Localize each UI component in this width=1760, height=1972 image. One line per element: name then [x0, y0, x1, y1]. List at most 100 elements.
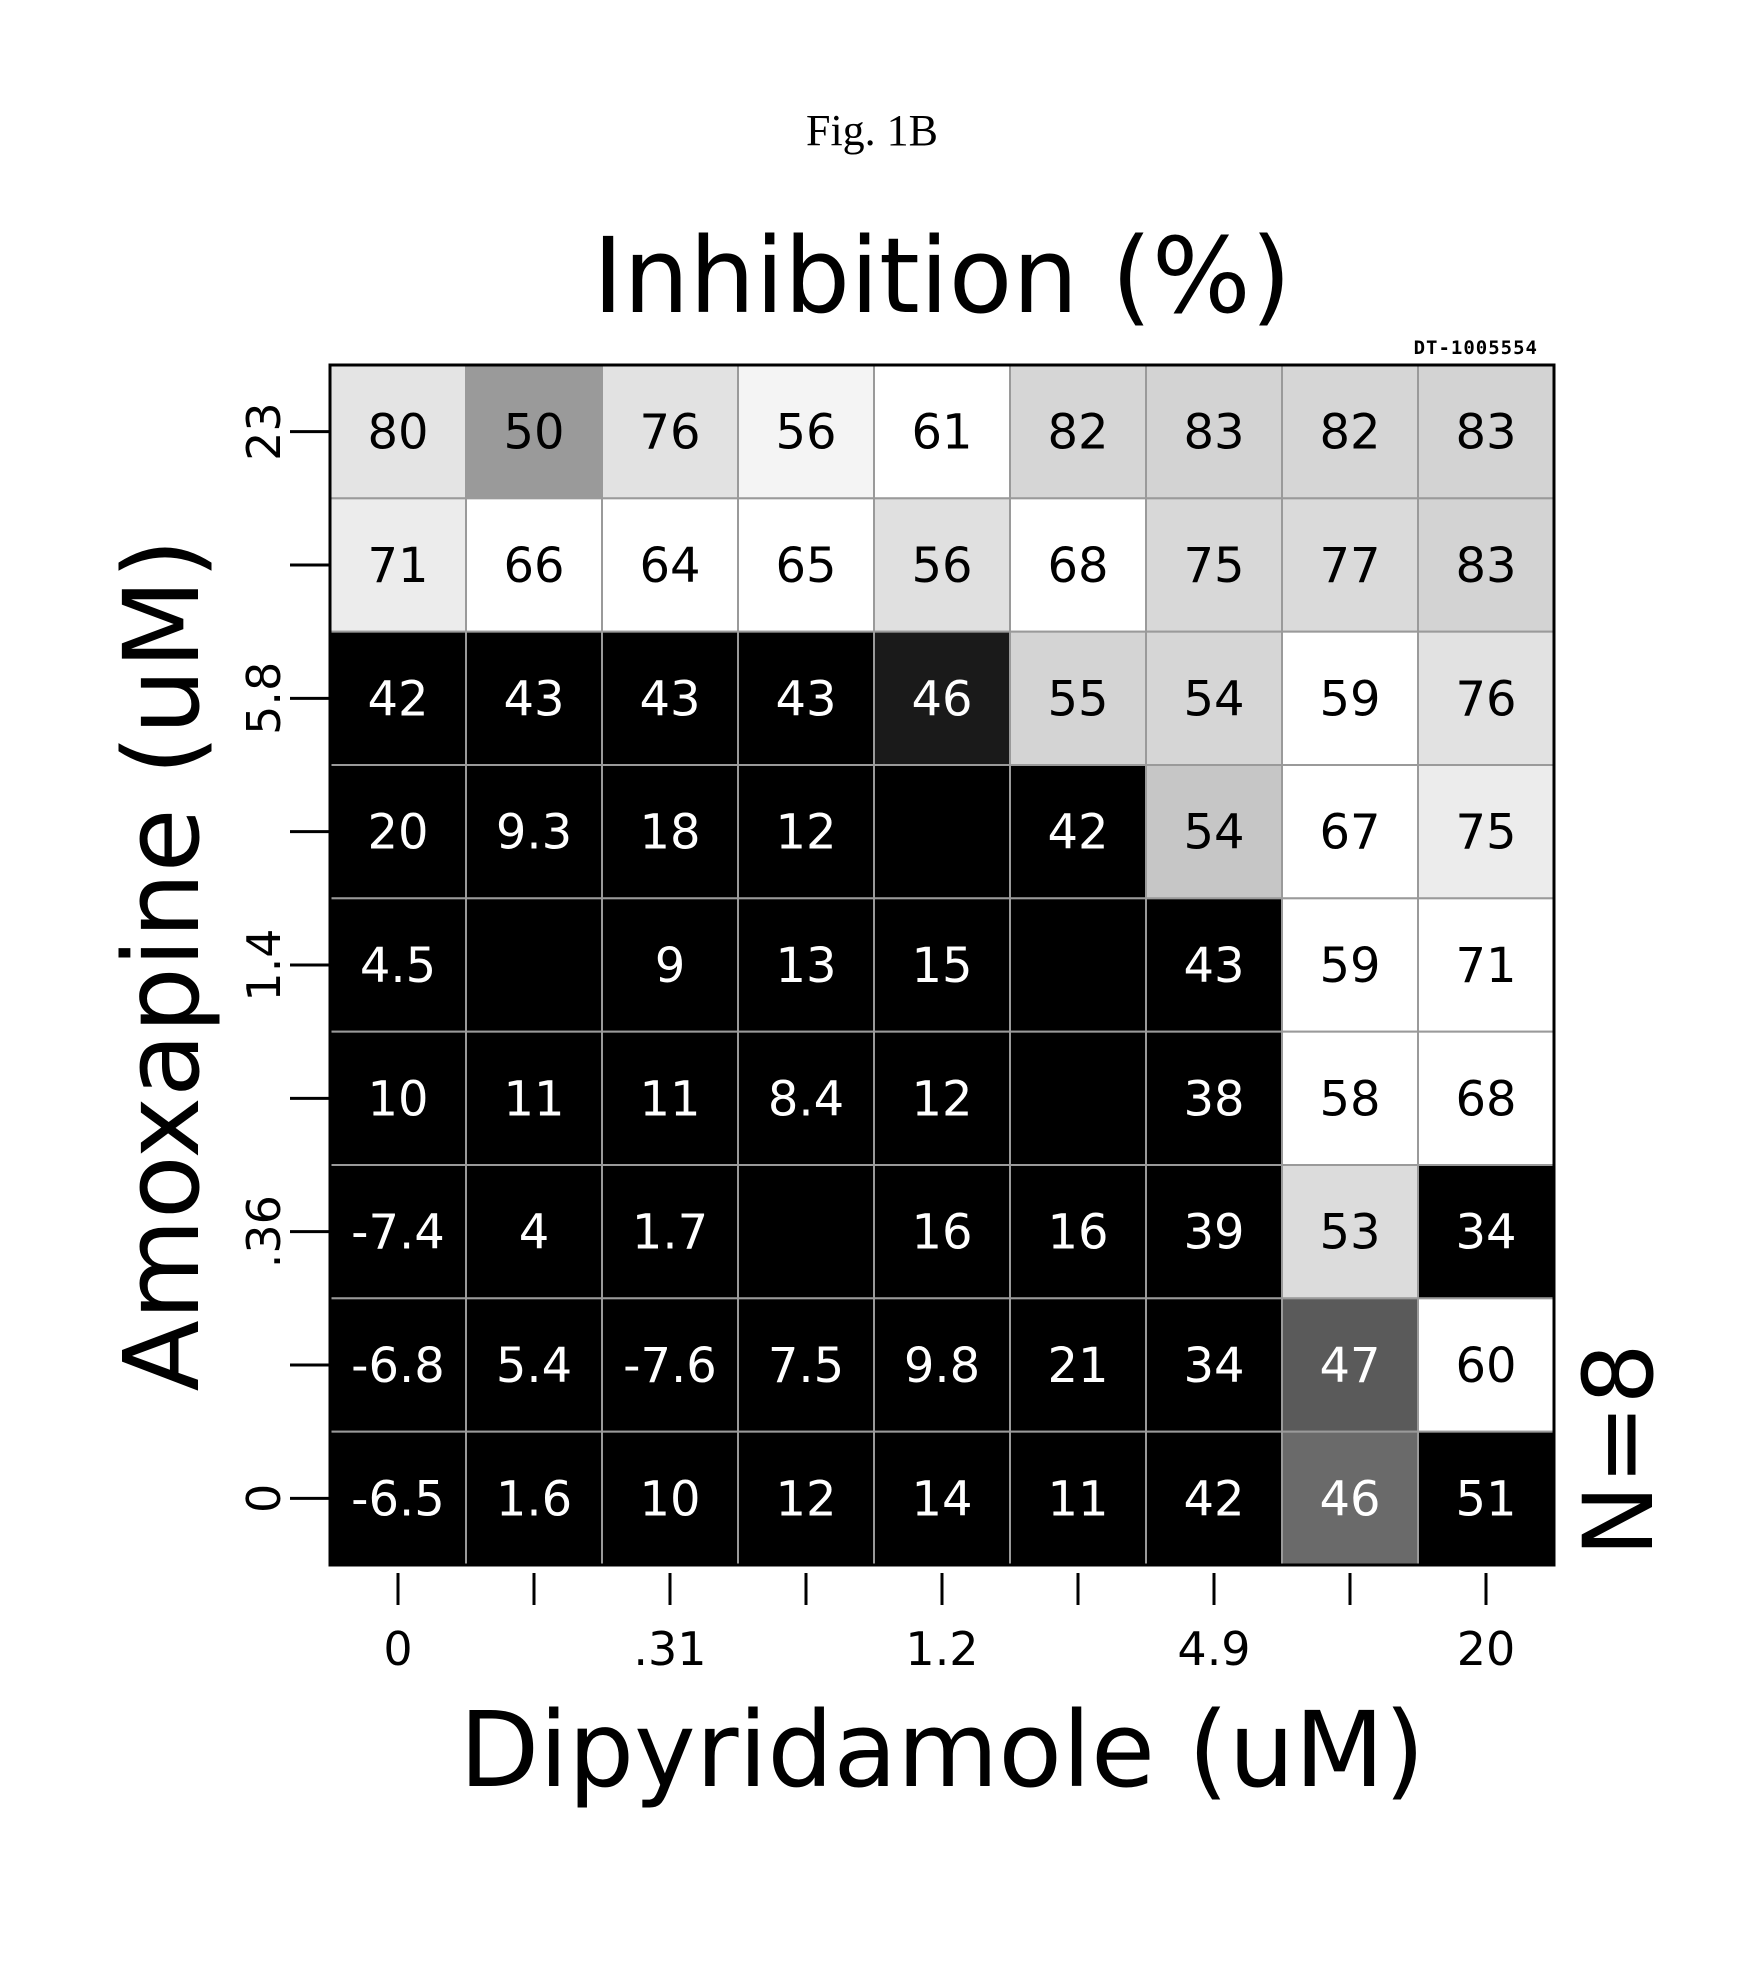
cell-value-label: 15	[911, 938, 972, 994]
heatmap-cell	[1010, 1032, 1146, 1165]
cell-value-label: 66	[503, 538, 564, 594]
cell-value-label: 60	[1455, 1338, 1516, 1394]
cell-value-label: 20	[367, 805, 428, 861]
cell-value-label: 5.4	[496, 1338, 572, 1394]
cell-value-label: 16	[1047, 1205, 1108, 1261]
cell-value-label: 51	[1455, 1471, 1516, 1527]
cell-value-label: 71	[367, 538, 428, 594]
x-axis-title: Dipyridamole (uM)	[459, 1689, 1425, 1811]
cell-value-label: 80	[367, 405, 428, 461]
cell-value-label: 10	[367, 1071, 428, 1127]
x-tick-label: 0	[383, 1622, 412, 1676]
cell-value-label: 10	[639, 1471, 700, 1527]
cell-value-label: 11	[639, 1071, 700, 1127]
x-tick-label: 4.9	[1177, 1622, 1250, 1676]
cell-value-label: 1.7	[632, 1205, 708, 1261]
chart-title: Inhibition (%)	[593, 215, 1292, 337]
heatmap-cell	[738, 1165, 874, 1298]
cell-value-label: -6.5	[351, 1471, 445, 1527]
cell-value-label: 4.5	[360, 938, 436, 994]
cell-value-label: 54	[1183, 671, 1244, 727]
cell-value-label: 46	[1319, 1471, 1380, 1527]
y-axis-ticks: 23 5.8 1.4 .36 0	[237, 402, 330, 1513]
cell-value-label: 56	[775, 405, 836, 461]
heatmap-cell	[466, 898, 602, 1031]
cell-value-label: 64	[639, 538, 700, 594]
cell-value-label: 9.8	[904, 1338, 980, 1394]
cell-value-label: 34	[1455, 1205, 1516, 1261]
cell-value-label: 71	[1455, 938, 1516, 994]
cell-value-label: 16	[911, 1205, 972, 1261]
cell-value-label: 55	[1047, 671, 1108, 727]
sample-stamp: DT-1005554	[1414, 337, 1538, 359]
cell-value-label: 65	[775, 538, 836, 594]
cell-value-label: 68	[1047, 538, 1108, 594]
cell-value-label: 7.5	[768, 1338, 844, 1394]
cell-value-label: 82	[1047, 405, 1108, 461]
cell-value-label: 61	[911, 405, 972, 461]
cell-value-label: 59	[1319, 671, 1380, 727]
cell-value-label: 1.6	[496, 1471, 572, 1527]
cell-value-label: 58	[1319, 1071, 1380, 1127]
cell-value-label: 76	[1455, 671, 1516, 727]
cell-value-label: 43	[639, 671, 700, 727]
cell-value-label: 21	[1047, 1338, 1108, 1394]
figure-label: Fig. 1B	[806, 106, 938, 155]
cell-value-label: 12	[911, 1071, 972, 1127]
x-tick-label: .31	[633, 1622, 706, 1676]
cell-value-label: 83	[1183, 405, 1244, 461]
cell-value-label: 12	[775, 1471, 836, 1527]
heatmap-cells: 8050765661828382837166646556687577834243…	[330, 365, 1554, 1565]
y-tick-label: 1.4	[237, 928, 291, 1001]
cell-value-label: 42	[1183, 1471, 1244, 1527]
cell-value-label: 38	[1183, 1071, 1244, 1127]
cell-value-label: 11	[1047, 1471, 1108, 1527]
cell-value-label: 11	[503, 1071, 564, 1127]
cell-value-label: 56	[911, 538, 972, 594]
x-tick-label: 1.2	[905, 1622, 978, 1676]
cell-value-label: -7.4	[351, 1205, 445, 1261]
cell-value-label: 42	[367, 671, 428, 727]
cell-value-label: 59	[1319, 938, 1380, 994]
cell-value-label: 83	[1455, 538, 1516, 594]
cell-value-label: 46	[911, 671, 972, 727]
cell-value-label: 75	[1455, 805, 1516, 861]
cell-value-label: 75	[1183, 538, 1244, 594]
cell-value-label: 53	[1319, 1205, 1380, 1261]
cell-value-label: 34	[1183, 1338, 1244, 1394]
cell-value-label: 42	[1047, 805, 1108, 861]
cell-value-label: -6.8	[351, 1338, 445, 1394]
cell-value-label: 14	[911, 1471, 972, 1527]
cell-value-label: 4	[519, 1205, 550, 1261]
heatmap-cell	[874, 765, 1010, 898]
cell-value-label: 50	[503, 405, 564, 461]
cell-value-label: 43	[1183, 938, 1244, 994]
cell-value-label: 68	[1455, 1071, 1516, 1127]
cell-value-label: 9	[655, 938, 686, 994]
sample-size-label: N=8	[1563, 1343, 1675, 1556]
y-tick-label: 5.8	[237, 662, 291, 735]
cell-value-label: 12	[775, 805, 836, 861]
heatmap-cell	[1010, 898, 1146, 1031]
cell-value-label: 39	[1183, 1205, 1244, 1261]
y-axis-title: Amoxapine (uM)	[101, 539, 223, 1392]
x-axis-ticks: 0 .31 1.2 4.9 20	[383, 1573, 1515, 1676]
cell-value-label: 8.4	[768, 1071, 844, 1127]
cell-value-label: 77	[1319, 538, 1380, 594]
cell-value-label: 67	[1319, 805, 1380, 861]
y-tick-label: 0	[237, 1484, 291, 1513]
cell-value-label: -7.6	[623, 1338, 717, 1394]
x-tick-label: 20	[1457, 1622, 1516, 1676]
cell-value-label: 43	[775, 671, 836, 727]
cell-value-label: 47	[1319, 1338, 1380, 1394]
cell-value-label: 9.3	[496, 805, 572, 861]
cell-value-label: 82	[1319, 405, 1380, 461]
y-tick-label: .36	[237, 1195, 291, 1268]
y-tick-label: 23	[237, 402, 291, 461]
cell-value-label: 54	[1183, 805, 1244, 861]
cell-value-label: 13	[775, 938, 836, 994]
cell-value-label: 76	[639, 405, 700, 461]
cell-value-label: 43	[503, 671, 564, 727]
